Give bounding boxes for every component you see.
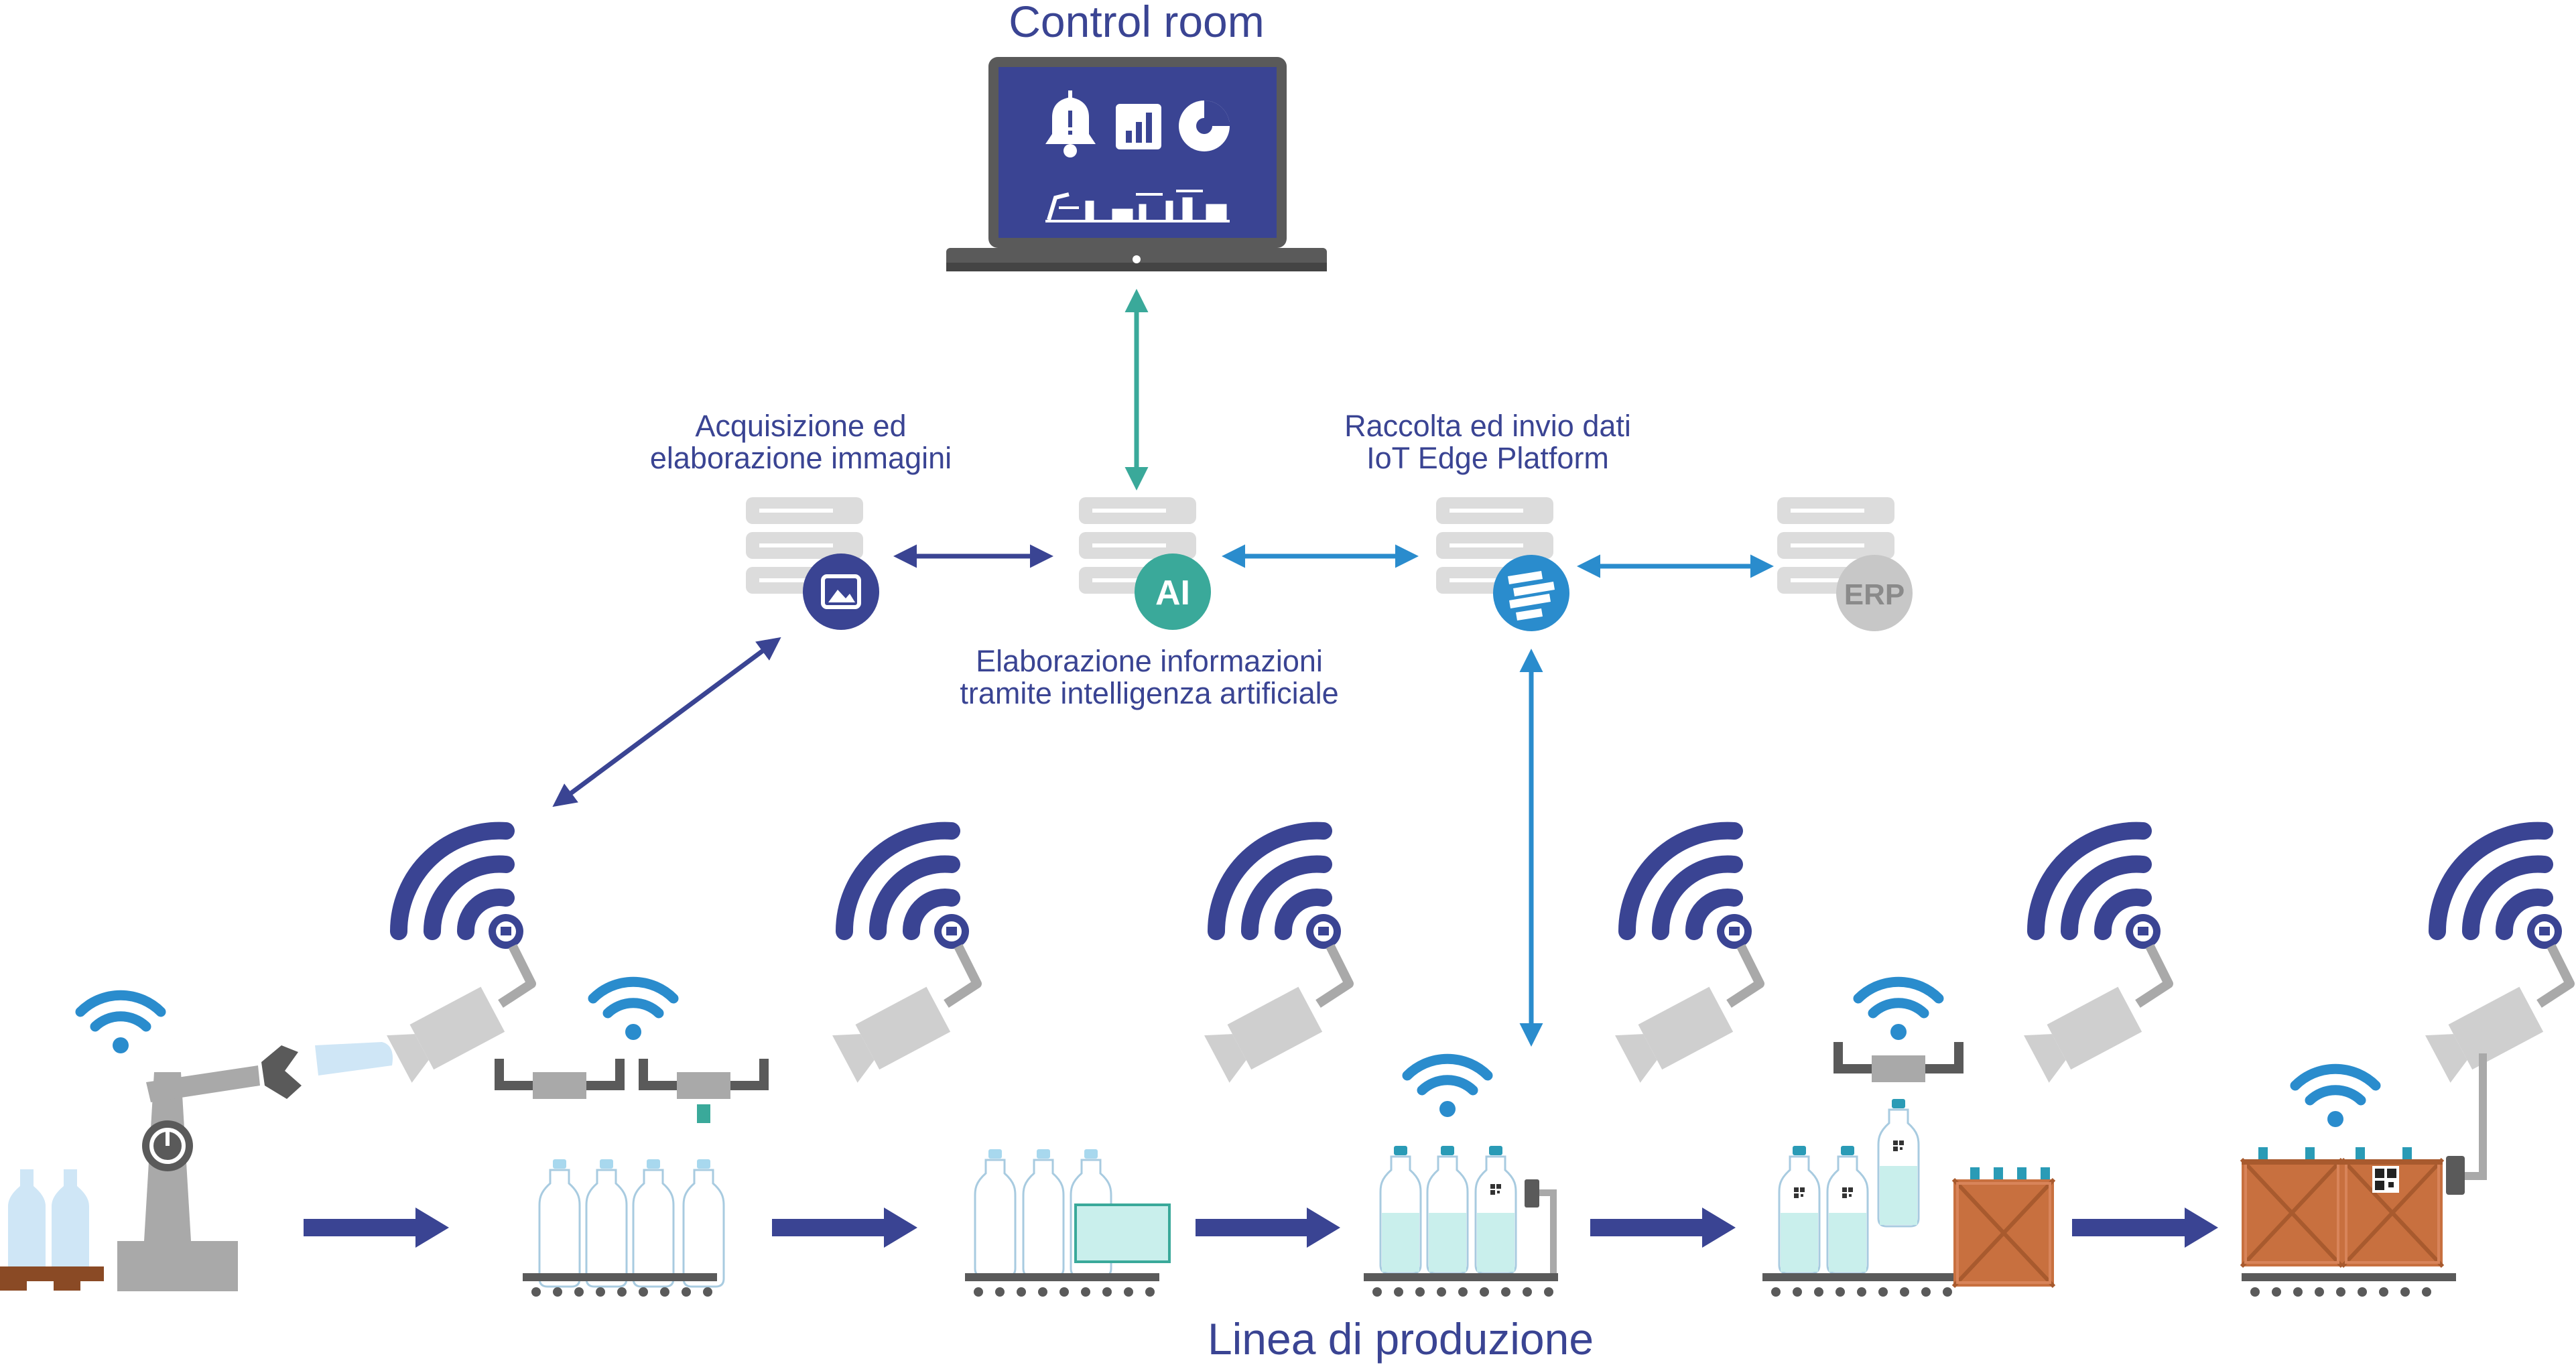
camera-icon [1615, 831, 1760, 1083]
qr-code-icon [1793, 1186, 1806, 1199]
arrow-right-icon [304, 1208, 449, 1248]
iot-edge-label: Raccolta ed invio dati IoT Edge Platform [1287, 410, 1689, 474]
qr-code-icon [1841, 1186, 1854, 1199]
iot-edge-label-line2: IoT Edge Platform [1366, 441, 1609, 475]
ai-server: AI [1079, 497, 1211, 630]
bottle-icon [1022, 1148, 1065, 1278]
sensor-icon [1525, 1179, 1539, 1208]
erp-server: ERP [1777, 497, 1913, 631]
pie-chart-icon [1179, 101, 1231, 151]
bar-chart-icon [1116, 104, 1161, 149]
sensor-icon [2446, 1156, 2465, 1195]
bottle-icon [1826, 1145, 1869, 1275]
bottle-icon [632, 1158, 675, 1288]
bottle-icon [1877, 1098, 1920, 1228]
image-camera-link [552, 637, 781, 807]
camera-icon [2024, 831, 2169, 1083]
conveyor-icon [2242, 1273, 2436, 1297]
image-processing-label-line1: Acquisizione ed [695, 409, 907, 443]
arrow-right-icon [2072, 1208, 2218, 1248]
arrow-right-icon [772, 1208, 917, 1248]
camera-icon [1204, 831, 1349, 1083]
conveyor-icon [1762, 1273, 1957, 1297]
gripper-icon [1838, 1042, 1959, 1082]
box-icon [2242, 1147, 2443, 1266]
ai-badge-icon [1135, 553, 1211, 630]
erp-badge-label: ERP [1844, 578, 1905, 611]
station-labeling [965, 1148, 1171, 1297]
control-room-title: Control room [1009, 0, 1265, 46]
box-icon [1953, 1167, 2054, 1287]
wifi-icon [593, 982, 673, 1040]
edge-platform-icon [1508, 571, 1555, 621]
qr-code-icon [1892, 1139, 1905, 1153]
label-applicator-icon [1074, 1203, 1171, 1263]
image-processing-label: Acquisizione ed elaborazione immagini [603, 410, 999, 474]
iot-edge-server [1436, 497, 1569, 631]
ai-badge-label: AI [1155, 574, 1190, 612]
robot-arm-icon [117, 1042, 393, 1291]
ai-processing-label-line2: tramite intelligenza artificiale [960, 676, 1339, 710]
arrow-right-icon [1590, 1208, 1736, 1248]
image-icon [821, 574, 861, 609]
ai-processing-label-line1: Elaborazione informazioni [976, 644, 1323, 678]
connectors [552, 289, 1774, 1047]
image-processing-label-line2: elaborazione immagini [649, 441, 952, 475]
flow-arrows [304, 1208, 2218, 1248]
camera-stations [387, 831, 2570, 1083]
bottle-icon [974, 1148, 1017, 1278]
wifi-icon [1407, 1059, 1488, 1117]
iot-edge-label-line1: Raccolta ed invio dati [1344, 409, 1631, 443]
station-empty-bottles [499, 1059, 764, 1297]
bottle-icon [1426, 1145, 1469, 1275]
bottle-icon [682, 1158, 725, 1288]
arrow-right-icon [1196, 1208, 1340, 1248]
control-room-laptop [946, 57, 1327, 271]
bottle-icon [8, 1169, 89, 1266]
bottle-icon [538, 1158, 581, 1288]
bottle-icon [1474, 1145, 1517, 1275]
ai-processing-label: Elaborazione informazioni tramite intell… [901, 645, 1397, 710]
wifi-icon [2295, 1069, 2376, 1127]
robot-arm-station [0, 1042, 393, 1291]
conveyor-icon [1364, 1273, 1558, 1297]
conveyor-icon [965, 1273, 1159, 1297]
camera-icon [2425, 831, 2570, 1083]
camera-icon [832, 831, 977, 1083]
production-line-title: Linea di produzione [1207, 1314, 1594, 1364]
bottle-icon [585, 1158, 628, 1288]
wifi-icon [1858, 982, 1939, 1040]
station-filling [1364, 1145, 1558, 1297]
erp-badge-icon [1836, 555, 1913, 631]
camera-icon [387, 831, 531, 1083]
image-processing-server [746, 497, 879, 630]
gripper-icon [499, 1059, 620, 1099]
qr-code-icon [1489, 1183, 1502, 1196]
bottle-icon [1778, 1145, 1821, 1275]
bell-icon [1045, 90, 1096, 157]
wifi-icon [80, 995, 161, 1053]
qr-code-icon [2372, 1166, 2399, 1193]
bottle-icon [1379, 1145, 1422, 1275]
station-packing [1762, 1042, 2054, 1297]
station-palletizing [2242, 1053, 2487, 1297]
gripper-icon [643, 1059, 764, 1099]
mini-production-line-icon [1045, 190, 1230, 222]
